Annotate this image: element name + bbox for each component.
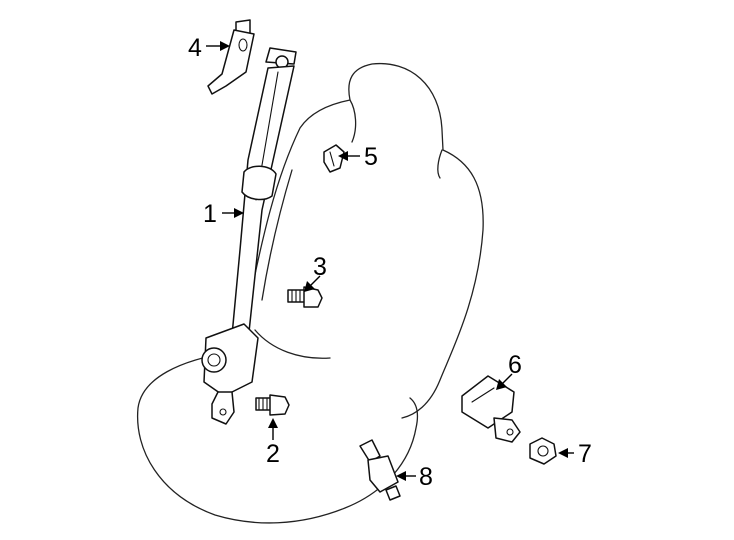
buckle-assembly <box>461 375 521 443</box>
callout-1: 1 <box>203 200 217 228</box>
callout-5: 5 <box>364 143 378 171</box>
height-adjuster <box>207 19 255 95</box>
callout-4: 4 <box>188 34 202 62</box>
trim-clip <box>323 144 345 173</box>
callout-labels: 1 2 3 4 5 6 7 8 <box>188 34 592 491</box>
callout-6: 6 <box>508 351 522 379</box>
callout-8: 8 <box>419 463 433 491</box>
callout-7: 7 <box>578 440 592 468</box>
seat-outline <box>136 62 484 524</box>
callout-3: 3 <box>313 253 327 281</box>
buckle-tongue <box>359 439 401 501</box>
callout-arrows <box>206 41 574 481</box>
seat-belt-assembly <box>201 47 297 425</box>
callout-2: 2 <box>266 440 280 468</box>
flange-nut <box>529 437 557 465</box>
bolt-upper <box>287 286 323 308</box>
bolt-lower <box>255 394 290 416</box>
